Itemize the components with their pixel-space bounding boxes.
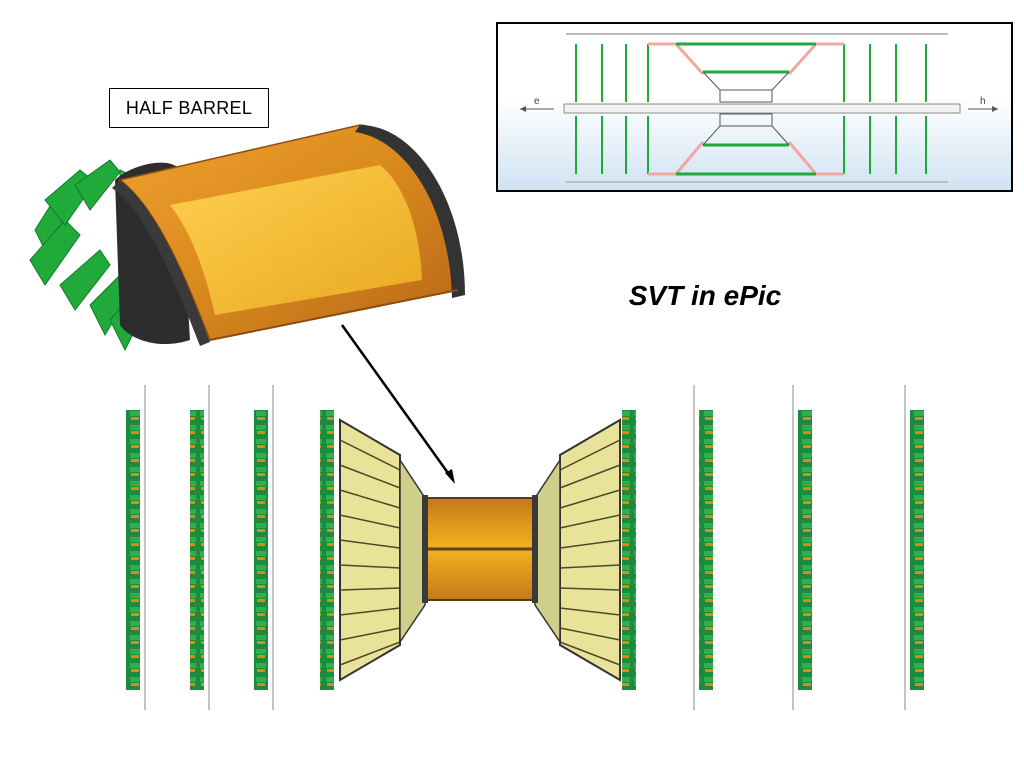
inner-support-bl (702, 125, 721, 146)
rear-frame (355, 125, 465, 298)
left-cone-inner (399, 457, 426, 645)
disk-left-3 (254, 410, 268, 690)
barrel-right-ring (532, 495, 538, 603)
left-cone-body (339, 418, 401, 682)
disk-right-1 (622, 410, 636, 690)
inner-layer-top (719, 89, 773, 103)
disk-left-1 (126, 410, 140, 690)
barrel-left-ring (422, 495, 428, 603)
right-cone-ribs (559, 439, 621, 666)
stave-2 (29, 219, 81, 286)
shell-bottom-edge (209, 289, 459, 341)
inner-layer-bottom (719, 113, 773, 127)
left-beam-label: e (534, 96, 540, 107)
central-barrel (422, 495, 538, 603)
half-barrel-illustration (29, 124, 465, 352)
barrel-layers (676, 42, 816, 176)
right-disks (843, 44, 927, 174)
inner-layers (702, 71, 790, 146)
detector-side-view (126, 385, 924, 710)
barrel-gold-panel (170, 165, 422, 315)
half-barrel-label: HALF BARREL (109, 88, 269, 128)
right-arrowhead (992, 106, 998, 112)
inset-svg: e h (498, 24, 1011, 190)
svt-title: SVT in ePic (628, 280, 782, 311)
disk-left-2 (190, 410, 204, 690)
disk-staves (126, 385, 924, 710)
stave-4 (59, 249, 111, 311)
disk-right-3 (798, 410, 812, 690)
inner-support-tr (771, 71, 790, 91)
right-cone (534, 418, 621, 682)
disk-left-4 (320, 410, 334, 690)
disk-right-4 (910, 410, 924, 690)
inner-support-tl (702, 71, 721, 91)
disk-right-2 (699, 410, 713, 690)
front-rim (112, 180, 210, 346)
beam-pipe (563, 103, 961, 114)
right-beam-label: h (980, 96, 986, 107)
inner-support-br (771, 125, 790, 146)
left-cone-ribs (339, 439, 401, 666)
left-arrowhead (520, 106, 526, 112)
right-cone-inner (534, 457, 561, 645)
right-cone-body (559, 418, 621, 682)
inset-schematic: e h (496, 22, 1013, 192)
left-disks (575, 44, 649, 174)
left-cone (339, 418, 426, 682)
half-barrel-text: HALF BARREL (125, 97, 253, 118)
stave-6 (74, 159, 121, 211)
